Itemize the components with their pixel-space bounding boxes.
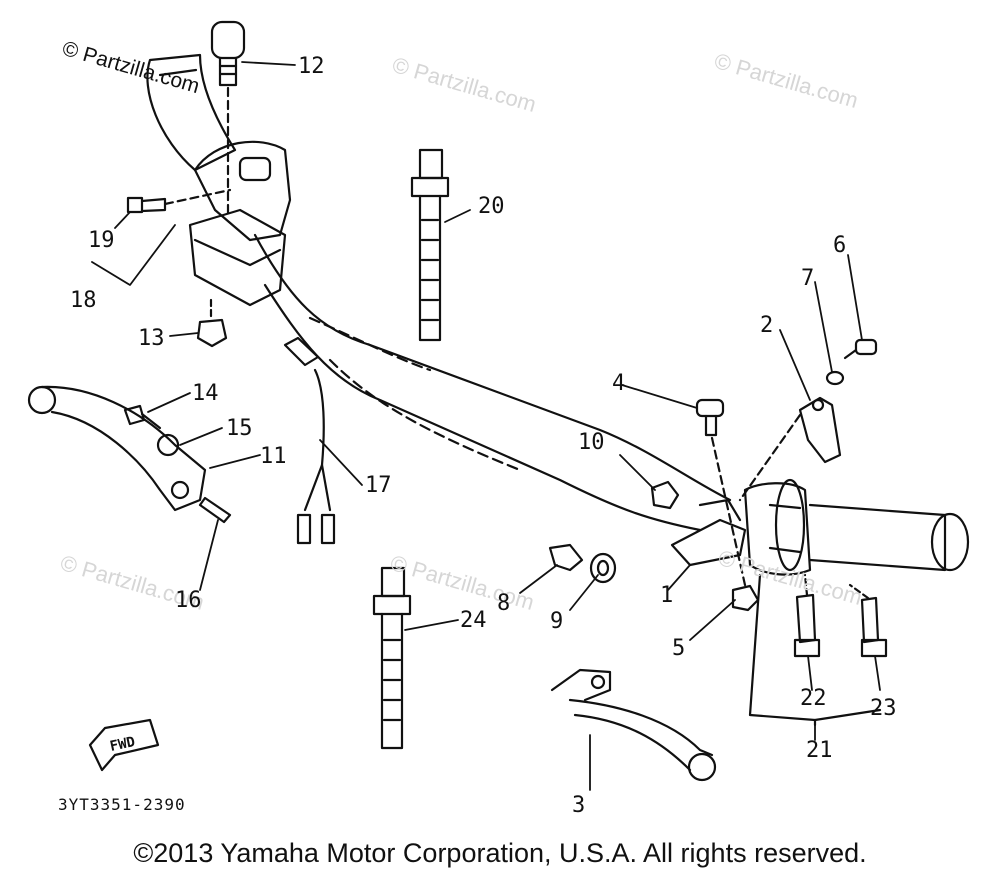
part-12-bolt [210, 20, 246, 217]
part-6-screw [843, 338, 878, 360]
callout-8[interactable]: 8 [497, 591, 511, 616]
handlebar [253, 233, 732, 532]
throttle-assembly [743, 478, 970, 576]
callout-17[interactable]: 17 [365, 473, 392, 498]
part-23-screw [848, 583, 888, 658]
part-14-bolt [123, 404, 162, 430]
part-1-lever-holder [670, 498, 747, 567]
callout-2[interactable]: 2 [760, 313, 774, 338]
callout-11[interactable]: 11 [260, 444, 287, 469]
callout-3[interactable]: 3 [572, 793, 586, 818]
part-13-nut [196, 298, 228, 348]
callout-1[interactable]: 1 [660, 583, 674, 608]
callout-24[interactable]: 24 [460, 608, 487, 633]
callout-6[interactable]: 6 [833, 233, 847, 258]
part-24-cable-tie [372, 566, 412, 750]
callout-5[interactable]: 5 [672, 636, 686, 661]
part-22-screw [793, 573, 821, 658]
copyright-notice: ©2013 Yamaha Motor Corporation, U.S.A. A… [133, 838, 867, 868]
left-switch-housing [188, 140, 292, 307]
callout-23[interactable]: 23 [870, 696, 897, 721]
callout-9[interactable]: 9 [550, 609, 564, 634]
part-9-washer [589, 552, 617, 584]
callout-7[interactable]: 7 [801, 266, 815, 291]
part-16-pin [198, 496, 232, 524]
left-grip [146, 53, 237, 172]
callout-14[interactable]: 14 [192, 381, 219, 406]
callout-12[interactable]: 12 [298, 54, 325, 79]
part-19-screw [126, 188, 232, 214]
diagram-code: 3YT3351-2390 [58, 795, 186, 814]
callout-18[interactable]: 18 [70, 288, 97, 313]
callout-16[interactable]: 16 [175, 588, 202, 613]
part-15-nut [156, 433, 180, 457]
part-8-clamp [548, 543, 584, 572]
callout-13[interactable]: 13 [138, 326, 165, 351]
callout-21[interactable]: 21 [806, 738, 833, 763]
callout-22[interactable]: 22 [800, 686, 827, 711]
part-10-nut [650, 480, 680, 510]
fwd-label: FWD [108, 734, 136, 755]
left-lever [27, 385, 207, 512]
right-lever [550, 668, 717, 782]
callout-20[interactable]: 20 [478, 194, 505, 219]
callout-10[interactable]: 10 [578, 430, 605, 455]
callout-19[interactable]: 19 [88, 228, 115, 253]
part-17-wire [283, 336, 336, 545]
callout-4[interactable]: 4 [612, 371, 626, 396]
part-20-cable-tie [410, 148, 450, 342]
part-2-clamp [738, 396, 842, 502]
fwd-arrow [88, 718, 160, 772]
part-7-washer [825, 370, 845, 386]
callout-15[interactable]: 15 [226, 416, 253, 441]
leader-lines [91, 61, 881, 791]
part-5-nut [731, 584, 760, 612]
